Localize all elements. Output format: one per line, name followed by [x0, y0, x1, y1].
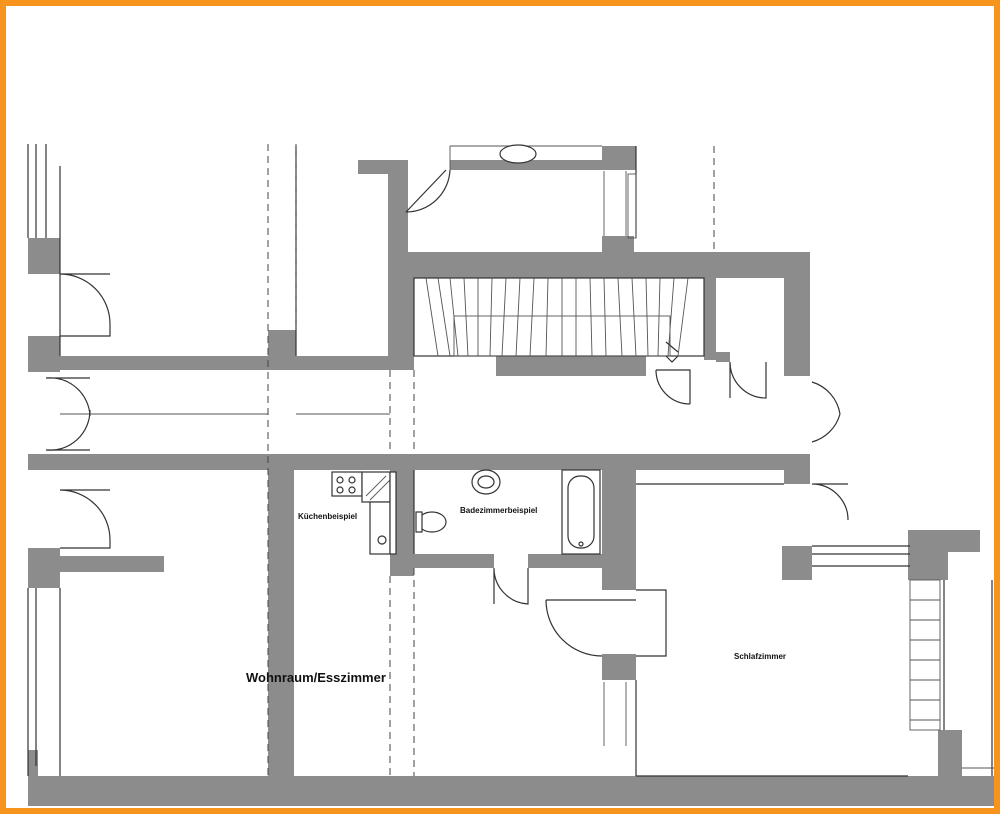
windows [627, 173, 941, 731]
walls [28, 146, 994, 806]
dashed-lines [267, 144, 715, 776]
bathroom-fixtures [415, 469, 601, 555]
staircase [413, 277, 705, 363]
room-label-living-dining: Wohnraum/Esszimmer [246, 670, 386, 685]
room-label-bedroom: Schlafzimmer [734, 652, 787, 661]
kitchen-fixtures [331, 471, 397, 555]
room-label-bathroom: Badezimmerbeispiel [460, 506, 538, 515]
doors [45, 169, 849, 657]
room-label-kitchen: Küchenbeispiel [298, 512, 358, 521]
top-sink [499, 144, 537, 164]
floor-plan-drawing [27, 144, 994, 806]
